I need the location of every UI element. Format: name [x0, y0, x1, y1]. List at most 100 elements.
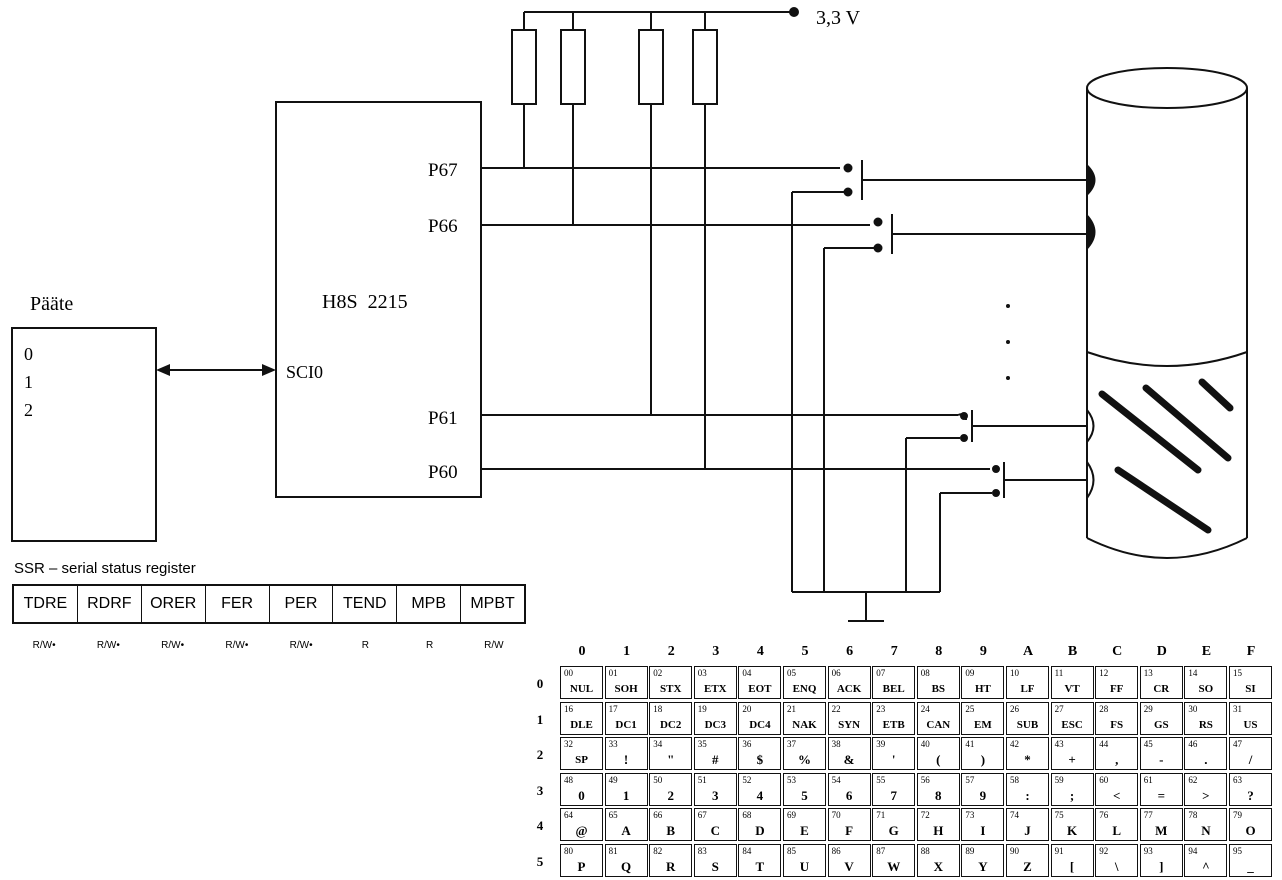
ascii-code: 23	[876, 703, 886, 714]
ascii-symbol: DC3	[704, 718, 726, 731]
ascii-code: 77	[1143, 810, 1153, 820]
ascii-code: 69	[787, 810, 796, 820]
ascii-symbol: BS	[931, 683, 946, 695]
ascii-symbol: SP	[575, 754, 588, 766]
ascii-symbol: 4	[756, 787, 764, 803]
pullup-resistor-3	[638, 29, 664, 105]
ascii-code: 56	[920, 774, 930, 785]
ascii-col-header: 7	[890, 644, 898, 659]
ascii-symbol: Q	[621, 858, 632, 874]
ascii-code: 64	[564, 810, 573, 820]
ascii-col-header: F	[1246, 644, 1256, 659]
ascii-cell: 35#	[693, 737, 737, 770]
electrode-p67	[1087, 164, 1096, 196]
terminal-line-1: 1	[24, 372, 33, 392]
ascii-symbol: R	[665, 858, 676, 874]
ascii-code: 19	[697, 703, 707, 714]
ascii-row-header: 5	[536, 853, 544, 869]
ascii-symbol: D	[755, 823, 765, 838]
ascii-cell: 39'	[872, 737, 916, 770]
ascii-symbol: Z	[1023, 858, 1032, 874]
ascii-code: 83	[697, 845, 707, 856]
ascii-code: 93	[1143, 845, 1153, 856]
port-label-p67: P67	[428, 160, 458, 181]
ascii-cell: 63?	[1229, 772, 1272, 806]
ascii-code: 73	[965, 810, 975, 820]
ssr-bit-per: PER	[270, 586, 334, 622]
ascii-col-header: 3	[712, 644, 720, 659]
port-label-p66: P66	[428, 216, 458, 237]
ascii-symbol: %	[798, 752, 811, 767]
ascii-code: 13	[1143, 668, 1153, 678]
ascii-symbol: GS	[1153, 718, 1169, 731]
ssr-title: SSR – serial status register	[14, 560, 196, 577]
ascii-code: 20	[742, 703, 752, 714]
ascii-col-header: C	[1112, 644, 1123, 659]
ascii-code: 02	[653, 668, 663, 678]
ascii-symbol: ETB	[882, 718, 905, 731]
ascii-cell: 93]	[1139, 843, 1183, 877]
ascii-code: 43	[1054, 739, 1064, 749]
ascii-symbol: 3	[712, 787, 719, 803]
ascii-code: 70	[831, 810, 841, 820]
ascii-symbol: SOH	[614, 683, 638, 695]
ascii-symbol: 7	[890, 787, 897, 803]
ascii-col-header: D	[1156, 644, 1167, 659]
ascii-symbol: .	[1204, 752, 1208, 767]
ascii-cell: 36$	[738, 737, 782, 770]
ascii-cell: 44,	[1095, 737, 1139, 770]
ssr-bit-tdre: TDRE	[14, 586, 78, 622]
supply-terminal	[789, 7, 799, 17]
ascii-code: 38	[831, 739, 841, 749]
ascii-row-header: 3	[536, 782, 544, 798]
ascii-col-header: 0	[578, 644, 586, 659]
ascii-symbol: B	[666, 823, 676, 838]
ascii-code: 49	[608, 774, 618, 785]
ascii-code: 91	[1054, 845, 1064, 856]
ascii-code: 90	[1010, 845, 1019, 856]
pullup-resistor-4	[692, 29, 718, 105]
ascii-symbol: :	[1025, 787, 1030, 803]
ascii-symbol: DC4	[749, 718, 771, 731]
ascii-cell: 60<	[1095, 772, 1139, 806]
ascii-code: 31	[1233, 703, 1242, 714]
ascii-code: 61	[1143, 774, 1153, 785]
ascii-code: 94	[1188, 845, 1198, 856]
ascii-cell: 33!	[604, 737, 648, 770]
ascii-symbol: J	[1024, 823, 1031, 838]
ascii-symbol: Y	[978, 858, 988, 874]
ascii-cell: 41)	[961, 737, 1005, 770]
tank	[1086, 67, 1248, 559]
ascii-code: 55	[876, 774, 886, 785]
ascii-symbol: EOT	[748, 683, 772, 695]
electrode-p66	[1087, 214, 1096, 250]
ascii-col-header: B	[1067, 644, 1078, 659]
ascii-code: 72	[920, 810, 930, 820]
ascii-symbol: S	[711, 858, 719, 874]
ascii-code: 62	[1188, 774, 1198, 785]
ascii-symbol: 6	[845, 787, 853, 803]
ssr-access-label: R	[426, 640, 434, 651]
ssr-bit-mpbt: MPBT	[470, 595, 515, 612]
ascii-code: 32	[564, 739, 573, 749]
electrode-p61	[1086, 409, 1095, 443]
ascii-symbol: RS	[1198, 718, 1213, 731]
